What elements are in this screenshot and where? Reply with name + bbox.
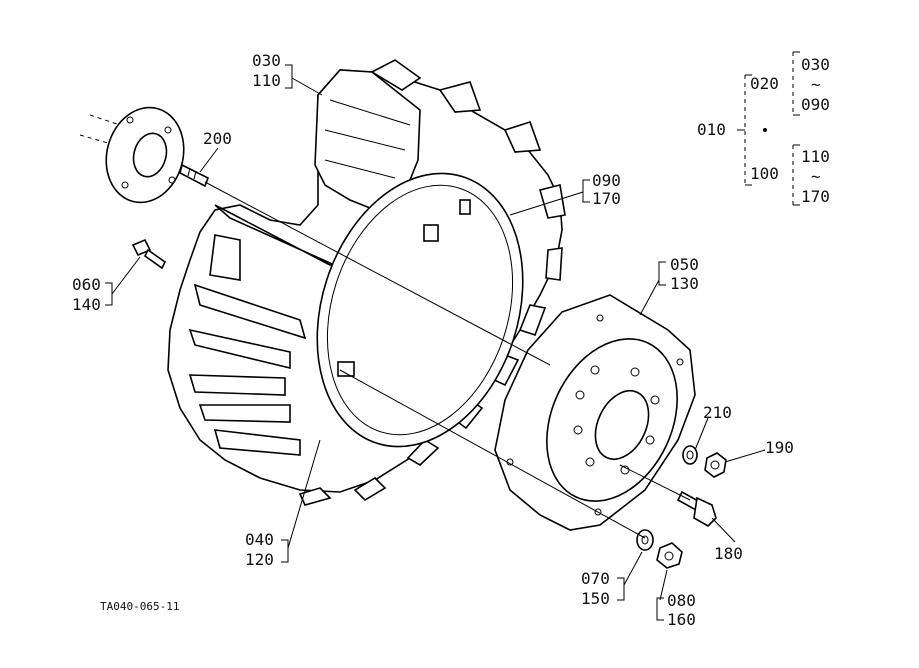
tree-branch-a-label: 020: [750, 74, 779, 93]
washer-210: [682, 445, 698, 465]
tree-branch-a-from: 030: [801, 55, 830, 74]
callout-200: 200: [203, 129, 232, 148]
callout-190: 190: [765, 438, 794, 457]
nut-190: [704, 452, 727, 478]
callout-070: 070: [581, 569, 610, 588]
tire: [167, 59, 566, 506]
callout-030: 030: [252, 51, 281, 70]
nut-080: [656, 542, 683, 569]
callout-080: 080: [667, 591, 696, 610]
leader-lines: [105, 64, 766, 621]
assembly-line-nut: [619, 464, 691, 501]
wheel-disc: [494, 294, 696, 531]
assembly-line-bolt: [339, 369, 646, 539]
callout-130: 130: [670, 274, 699, 293]
tree-branch-a-tilde: ~: [811, 75, 821, 94]
figure-code: TA040-065-11: [100, 600, 180, 613]
callout-140: 140: [72, 295, 101, 314]
stud-bolt-200: [179, 163, 210, 188]
callout-040: 040: [245, 530, 274, 549]
tree-root-label: 010: [697, 120, 726, 139]
callout-210: 210: [703, 403, 732, 422]
callout-180: 180: [714, 544, 743, 563]
callout-060: 060: [72, 275, 101, 294]
parts-tree-lines: [737, 51, 800, 206]
tree-branch-b-tilde: ~: [811, 167, 821, 186]
bolt-060: [131, 238, 167, 270]
callout-050: 050: [670, 255, 699, 274]
tree-branch-b-from: 110: [801, 147, 830, 166]
hub-flange: [79, 106, 185, 204]
callout-150: 150: [581, 589, 610, 608]
callout-170: 170: [592, 189, 621, 208]
callout-110: 110: [252, 71, 281, 90]
callout-090: 090: [592, 171, 621, 190]
assembly-line-stud: [204, 181, 551, 366]
callout-160: 160: [667, 610, 696, 629]
callout-120: 120: [245, 550, 274, 569]
washer-070: [636, 529, 654, 551]
tree-branch-a-to: 090: [801, 95, 830, 114]
tree-branch-b-to: 170: [801, 187, 830, 206]
tree-branch-b-label: 100: [750, 164, 779, 183]
